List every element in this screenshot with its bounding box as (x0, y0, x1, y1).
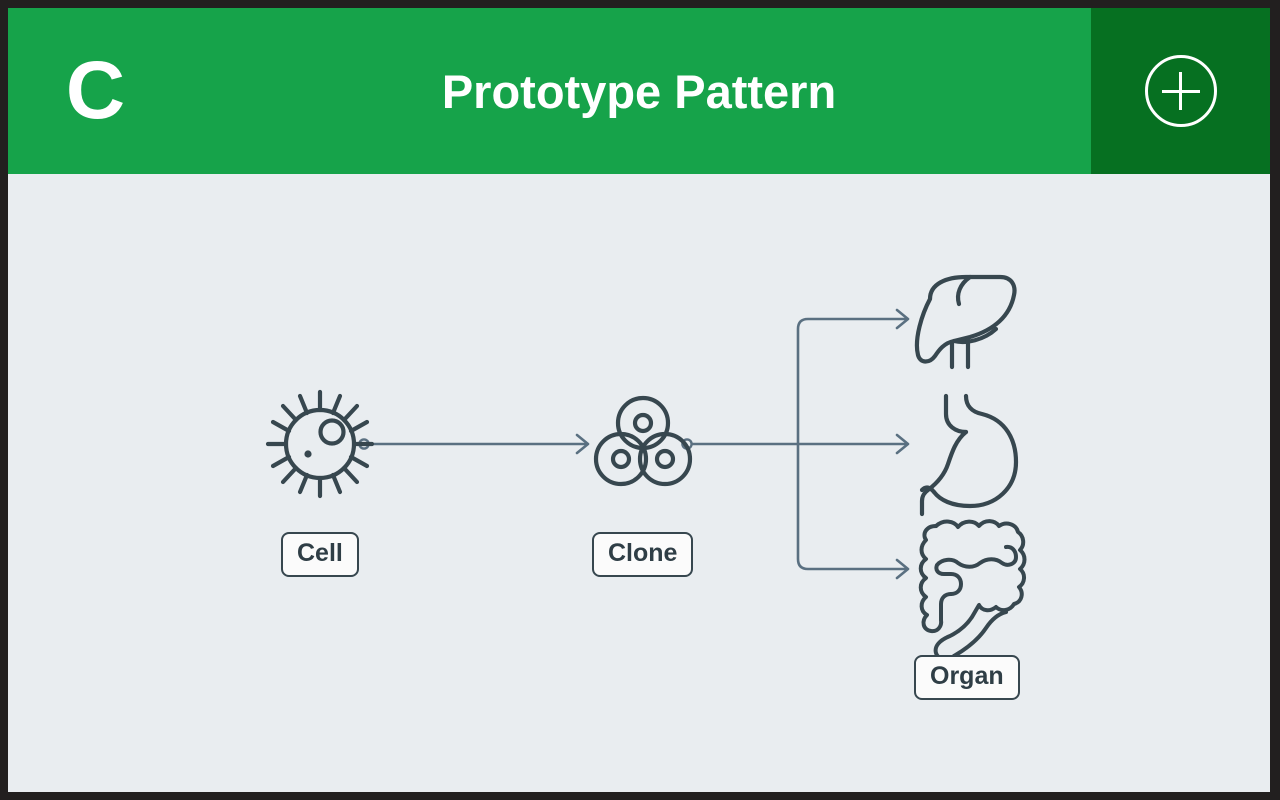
page-title: Prototype Pattern (441, 64, 837, 118)
clone-cells-icon[interactable] (593, 395, 693, 487)
page-title-area: Prototype Pattern (183, 8, 1270, 174)
arrowhead-icon (575, 433, 590, 455)
stomach-icon[interactable] (919, 393, 1019, 517)
liver-icon[interactable] (914, 274, 1017, 370)
arrowhead-icon (895, 308, 910, 330)
intestine-icon[interactable] (918, 519, 1027, 662)
arrowhead-icon (895, 558, 910, 580)
node-label-clone[interactable]: Clone (592, 532, 694, 577)
header-action-area (1091, 8, 1270, 174)
diagram-canvas[interactable]: Cell Clone Organ (8, 174, 1270, 792)
connector-cell-to-clone (358, 433, 590, 455)
connector-clone-to-organs (681, 308, 910, 580)
app-logo-area: C (8, 8, 183, 174)
diagram-graphics (265, 274, 1027, 662)
app-frame: C Prototype Pattern (8, 8, 1270, 792)
node-label-organ[interactable]: Organ (914, 655, 1020, 700)
connector-branch-liver (796, 317, 908, 446)
letter-c-logo-icon: C (65, 45, 126, 136)
connector-branch-intestine (796, 442, 908, 571)
plus-circle-icon[interactable] (1144, 55, 1217, 127)
cell-icon[interactable] (265, 389, 375, 499)
app-header: C Prototype Pattern (8, 8, 1270, 174)
arrowhead-icon (895, 433, 910, 455)
node-label-cell[interactable]: Cell (281, 532, 359, 577)
